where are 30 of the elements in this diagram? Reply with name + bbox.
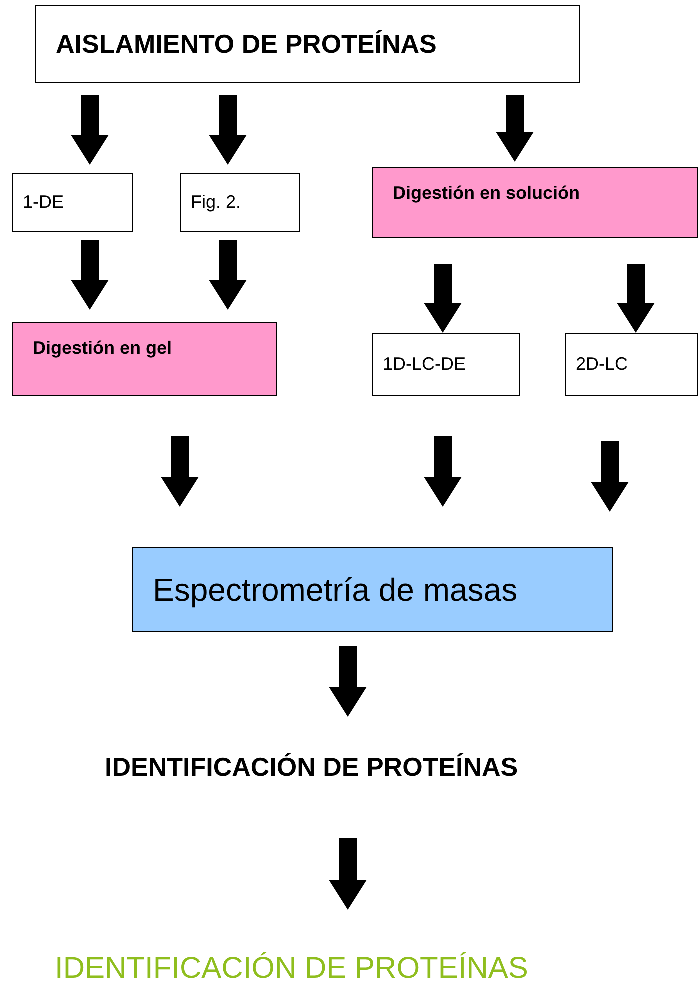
arrow: [424, 436, 462, 507]
node-text: 1-DE: [23, 191, 64, 214]
node-text: AISLAMIENTO DE PROTEÍNAS: [56, 28, 437, 60]
process-box: [132, 547, 613, 632]
process-box: [180, 173, 300, 232]
process-box: [12, 322, 277, 396]
node-text: IDENTIFICACIÓN DE PROTEÍNAS: [105, 750, 518, 784]
node-text: IDENTIFICACIÓN DE PROTEÍNAS: [55, 951, 528, 987]
node-text: Espectrometría de masas: [153, 570, 518, 610]
arrow: [209, 240, 247, 310]
arrow: [496, 95, 534, 162]
arrow: [209, 95, 247, 165]
process-box: [35, 5, 580, 83]
arrow: [71, 240, 109, 310]
node-text: Digestión en gel: [33, 337, 172, 360]
arrow: [617, 264, 655, 333]
arrow: [424, 264, 462, 333]
arrow: [329, 646, 367, 717]
node-text: Digestión en solución: [393, 182, 580, 204]
node-text: Fig. 2.: [191, 191, 242, 214]
process-box: [372, 167, 698, 238]
node-text: 2D-LC: [576, 353, 628, 376]
node-text: 1D-LC-DE: [383, 353, 466, 376]
process-box: [372, 333, 520, 396]
arrow: [161, 436, 199, 507]
arrow: [329, 838, 367, 910]
process-box: [12, 173, 133, 232]
arrow: [591, 441, 629, 512]
process-box: [565, 333, 698, 396]
arrow: [71, 95, 109, 165]
